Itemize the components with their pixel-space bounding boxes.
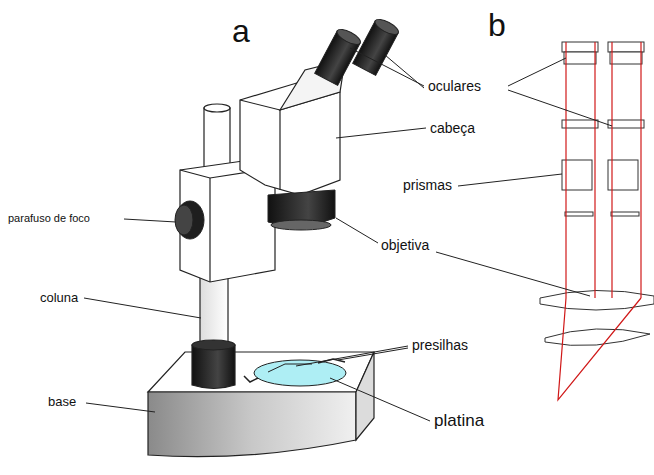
- part-label: oculares: [428, 79, 481, 94]
- optical-path-b-part: [564, 52, 596, 64]
- column-shape-part: [204, 108, 230, 168]
- optical-path-b-part: [565, 212, 593, 216]
- arm-block-part: [209, 178, 210, 282]
- optical-path-b-part-part: [594, 42, 595, 298]
- optical-path-b-part: [545, 329, 650, 346]
- optical-path-b-part: [608, 42, 644, 52]
- part-label: prismas: [403, 178, 452, 193]
- optical-path-b: [540, 42, 654, 400]
- focus-knob-part: [175, 205, 193, 235]
- eyepieces-part: [315, 26, 363, 85]
- leader-lines-part: [338, 348, 408, 360]
- part-label: coluna: [40, 291, 78, 305]
- part-label: b: [488, 8, 506, 43]
- eyepieces: [315, 16, 401, 85]
- leader-lines-part: [86, 403, 155, 412]
- part-label: parafuso de foco: [8, 212, 90, 224]
- part-label: a: [232, 14, 250, 49]
- eyepieces-part: [353, 16, 401, 75]
- column-shape-part: [192, 345, 235, 389]
- leader-lines-part: [458, 174, 562, 186]
- stage-plate-part: [254, 360, 346, 386]
- stage-plate-part: [268, 364, 312, 372]
- part-label: platina: [434, 412, 484, 431]
- column-shape-part: [192, 340, 235, 350]
- optical-path-b-part-part: [640, 42, 641, 298]
- part-label: base: [48, 395, 76, 409]
- leader-lines-part: [336, 128, 426, 138]
- leader-lines: [84, 48, 612, 421]
- optical-path-b-part: [562, 120, 598, 128]
- leader-lines-part: [385, 55, 424, 88]
- optical-path-b-part: [610, 52, 642, 64]
- focus-knob: [175, 201, 204, 239]
- eyepieces-part-part: [335, 26, 363, 47]
- optical-path-b-part: [608, 120, 644, 128]
- leader-lines-part: [436, 252, 590, 296]
- part-label: cabeça: [430, 121, 475, 136]
- part-label: objetiva: [381, 238, 429, 253]
- base-shape: [148, 352, 374, 457]
- leader-lines-part: [508, 90, 612, 126]
- optical-path-b-part: [540, 290, 654, 310]
- column-shape-part: [204, 104, 230, 112]
- optical-path-b-part-part: [558, 298, 641, 400]
- optical-path-b-part: [558, 42, 641, 400]
- leader-lines-part: [350, 48, 424, 86]
- optical-path-b-part: [611, 212, 639, 216]
- stage-plate-part: [244, 376, 258, 382]
- head-shape-part: [279, 110, 280, 190]
- leader-lines-part: [330, 378, 430, 421]
- objective-shape: [268, 190, 335, 230]
- optical-path-b-part-part: [565, 42, 566, 298]
- base-shape-part: [148, 392, 356, 457]
- eyepieces-part-part: [373, 16, 401, 37]
- leader-lines-part: [336, 218, 378, 243]
- leader-lines-part: [124, 219, 176, 222]
- leader-lines-part: [508, 58, 566, 86]
- focus-knob-part: [176, 201, 204, 239]
- part-label: presilhas: [412, 338, 468, 353]
- leader-lines-part: [296, 346, 408, 366]
- leader-lines-part: [84, 298, 201, 318]
- optical-path-b-part-part: [611, 42, 612, 298]
- objective-shape-part: [271, 220, 331, 230]
- stage-plate: [244, 359, 346, 386]
- optical-path-b-part: [562, 42, 598, 52]
